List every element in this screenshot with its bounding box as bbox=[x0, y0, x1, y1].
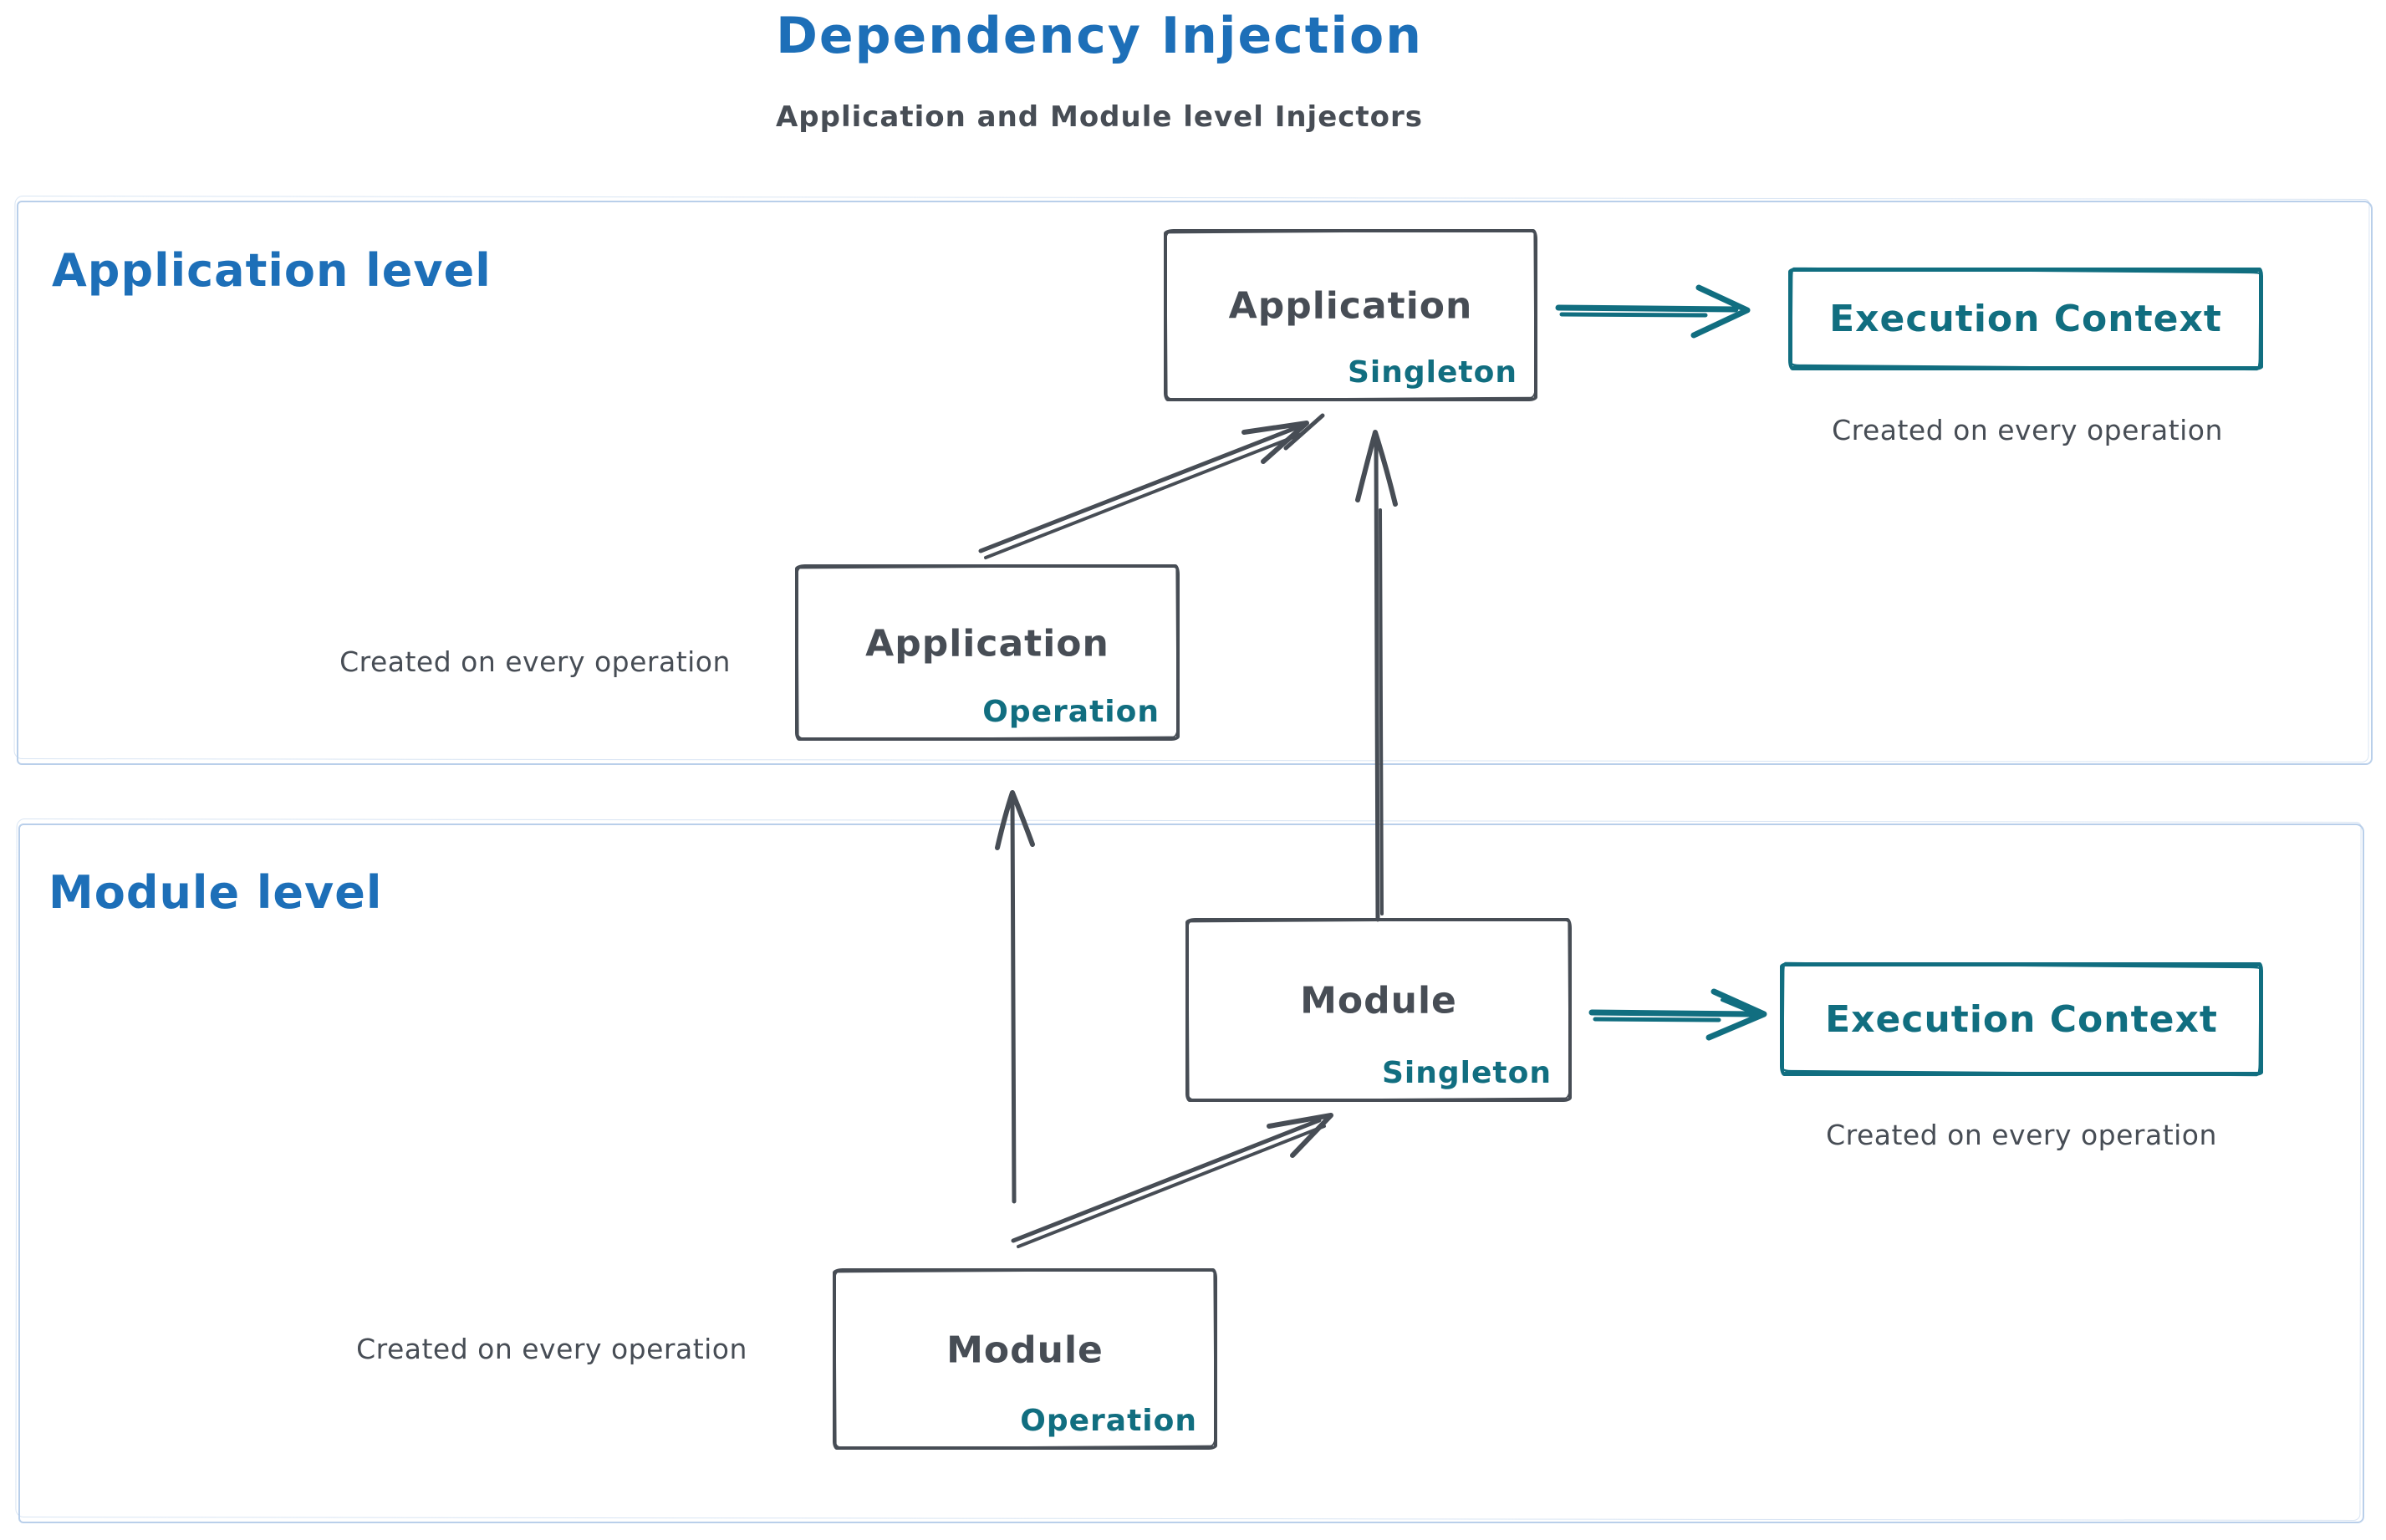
module-singleton-title: Module bbox=[1300, 979, 1457, 1022]
module-operation-tag: Operation bbox=[1020, 1404, 1197, 1438]
module-level-label: Module level bbox=[48, 866, 383, 919]
application-operation-caption: Created on every operation bbox=[339, 645, 731, 678]
module-level-section bbox=[18, 824, 2364, 1523]
application-execution-context-label: Execution Context bbox=[1829, 298, 2222, 340]
module-execution-context-label: Execution Context bbox=[1825, 997, 2218, 1041]
application-singleton-title: Application bbox=[1228, 284, 1473, 328]
application-execution-context-caption: Created on every operation bbox=[1832, 414, 2223, 446]
application-singleton-tag: Singleton bbox=[1348, 355, 1517, 390]
page-title: Dependency Injection bbox=[776, 7, 1423, 65]
application-operation-title: Application bbox=[865, 621, 1109, 665]
module-operation-box: Module Operation bbox=[833, 1268, 1217, 1450]
application-execution-context-box: Execution Context bbox=[1788, 268, 2263, 370]
application-operation-tag: Operation bbox=[982, 695, 1160, 729]
application-singleton-box: Application Singleton bbox=[1164, 229, 1537, 401]
module-singleton-box: Module Singleton bbox=[1185, 918, 1572, 1102]
module-execution-context-box: Execution Context bbox=[1780, 962, 2263, 1076]
application-level-label: Application level bbox=[52, 244, 492, 297]
page-subtitle: Application and Module level Injectors bbox=[775, 100, 1424, 134]
application-operation-box: Application Operation bbox=[795, 564, 1180, 741]
application-level-section bbox=[17, 201, 2373, 765]
module-execution-context-caption: Created on every operation bbox=[1826, 1119, 2217, 1151]
module-operation-caption: Created on every operation bbox=[356, 1333, 747, 1365]
module-operation-title: Module bbox=[946, 1328, 1104, 1371]
module-singleton-tag: Singleton bbox=[1382, 1056, 1552, 1090]
